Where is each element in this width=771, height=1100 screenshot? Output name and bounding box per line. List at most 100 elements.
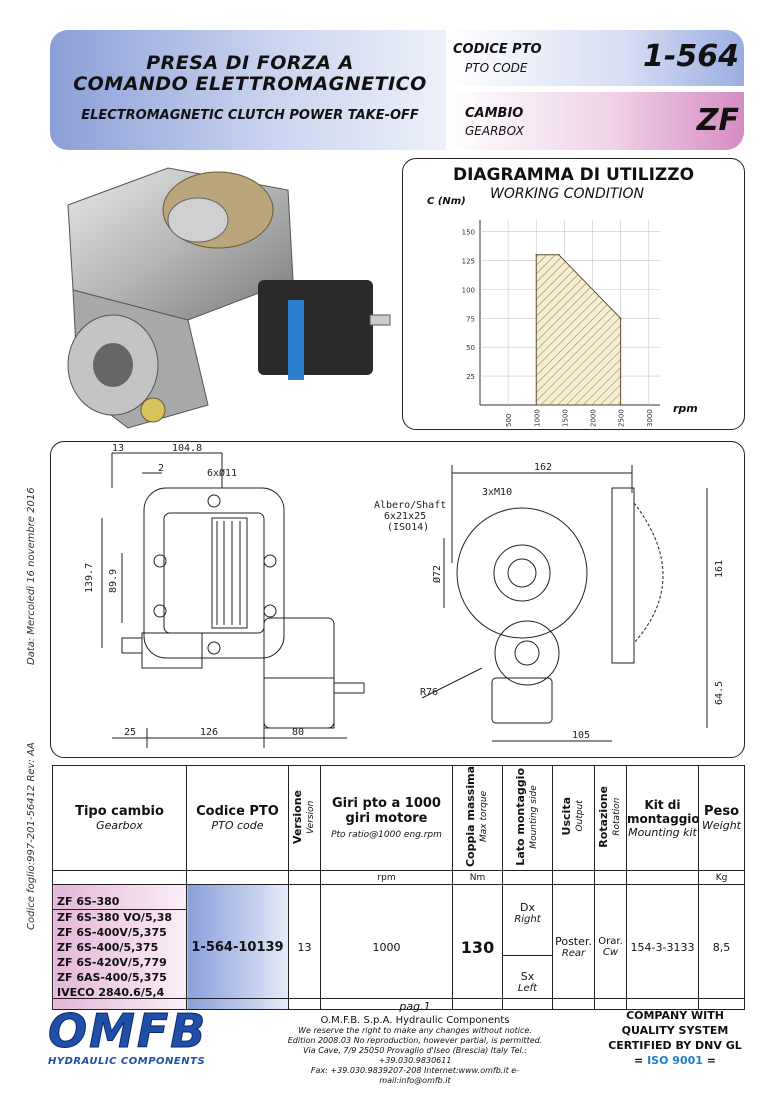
y-tick-label: 75 xyxy=(466,315,475,323)
y-tick-label: 50 xyxy=(466,344,475,352)
pto-code-label-en: PTO CODE xyxy=(465,61,528,75)
dim-104-8: 104.8 xyxy=(172,443,202,454)
y-tick-label: 25 xyxy=(466,373,475,381)
cell-ratio: 1000 xyxy=(320,884,453,1011)
dim-2: 2 xyxy=(158,463,164,474)
cell-output: Poster.Rear xyxy=(552,884,595,1011)
dim-64-5: 64.5 xyxy=(714,681,725,705)
dim-d72: Ø72 xyxy=(431,565,443,583)
data-point xyxy=(535,404,538,406)
chart-ylabel: C (Nm) xyxy=(427,196,466,207)
dim-iso: (ISO14) xyxy=(387,522,429,533)
dim-3xm10: 3xM10 xyxy=(482,487,512,498)
y-tick-label: 125 xyxy=(462,257,475,265)
cell-kit: 154-3-3133 xyxy=(626,884,699,1011)
page-title: PRESA DI FORZA A COMANDO ELETTROMAGNETIC… xyxy=(60,53,440,95)
dim-126: 126 xyxy=(200,727,218,738)
cell-rotation: Orar.Cw xyxy=(594,884,627,1011)
table-units-row: rpm Nm Kg xyxy=(52,870,745,886)
dim-89-9: 89.9 xyxy=(108,569,119,593)
gearbox-label: CAMBIO xyxy=(465,106,524,121)
side-sheet-code: Codice foglio:997-201-56412 Rev: AA xyxy=(26,742,37,930)
product-illustration xyxy=(67,167,391,429)
footer-address: pag.1 O.M.F.B. S.p.A. Hydraulic Componen… xyxy=(287,1000,543,1085)
front-view-gear xyxy=(211,517,248,629)
list-item: ZF 6S-420V/5,779 xyxy=(57,956,167,970)
side-view-output xyxy=(494,620,560,686)
side-date: Data: Mercoledì 16 novembre 2016 xyxy=(26,487,37,665)
list-item: ZF 6S-400/5,375 xyxy=(57,941,159,955)
connector-icon xyxy=(140,397,166,423)
cell-torque: 130 xyxy=(452,884,503,1011)
title-line-2: COMANDO ELETTROMAGNETICO xyxy=(73,73,427,95)
x-tick-label: 2000 xyxy=(590,409,598,427)
front-view-flange xyxy=(143,487,285,659)
pto-code-label: CODICE PTO xyxy=(453,42,542,57)
x-tick-label: 1500 xyxy=(561,409,569,427)
chart-subtitle: WORKING CONDITION xyxy=(490,186,645,202)
x-tick-label: 3000 xyxy=(646,409,654,427)
electromagnet-body xyxy=(258,280,373,375)
data-point xyxy=(557,253,560,256)
list-item: ZF 6S-380 xyxy=(53,894,186,911)
list-item: ZF 6S-380 VO/5,38 xyxy=(57,911,173,925)
gearbox-label-en: GEARBOX xyxy=(465,124,525,138)
dim-25: 25 xyxy=(124,727,136,738)
iso-label: ISO 9001 xyxy=(647,1054,703,1067)
y-tick-label: 150 xyxy=(462,229,475,237)
dim-162: 162 xyxy=(534,462,552,473)
cell-side: Dx Right Sx Left xyxy=(502,884,553,1011)
dim-13: 13 xyxy=(112,443,124,454)
dim-161: 161 xyxy=(714,560,725,578)
drawing-panel xyxy=(50,441,745,758)
dim-holes: 6xØ11 xyxy=(207,467,237,479)
side-view-gear xyxy=(633,502,664,644)
front-view-magnet xyxy=(263,617,335,729)
footer-divider xyxy=(52,998,744,999)
data-point xyxy=(619,404,622,406)
list-item: IVECO 2840.6/5,4 xyxy=(57,986,165,1000)
x-tick-label: 1000 xyxy=(533,409,541,427)
list-item: ZF 6S-400V/5,375 xyxy=(57,926,167,940)
gearbox-list: ZF 6S-380 ZF 6S-380 VO/5,38 ZF 6S-400V/5… xyxy=(52,884,187,1011)
magnet-blue-ring xyxy=(288,300,304,380)
bearing-icon xyxy=(167,197,229,243)
x-tick-label: 500 xyxy=(505,414,513,427)
working-condition-chart: 500 1000 1500 2000 2500 3000 25 50 75 100 125 150 xyxy=(462,220,660,427)
dim-r76: R76 xyxy=(420,687,438,698)
data-point xyxy=(619,317,622,320)
dim-spline: 6x21x25 xyxy=(384,511,426,522)
header-title-panel xyxy=(50,30,446,150)
dim-80: 80 xyxy=(292,727,304,738)
cell-weight: 8,5 xyxy=(698,884,745,1011)
pto-code-value: 1-564 xyxy=(643,39,739,74)
dim-shaft: Albero/Shaft xyxy=(374,500,446,511)
data-point xyxy=(535,253,538,256)
page-subtitle: ELECTROMAGNETIC CLUTCH POWER TAKE-OFF xyxy=(81,108,419,123)
list-item: ZF 6AS-400/5,375 xyxy=(57,971,167,985)
cell-version: 13 xyxy=(288,884,321,1011)
technical-drawing: 13 104.8 2 6xØ11 139.7 89.9 25 126 80 16… xyxy=(84,443,725,748)
chart-title: DIAGRAMMA DI UTILIZZO xyxy=(452,165,695,185)
dim-139-7: 139.7 xyxy=(84,563,95,593)
dim-105: 105 xyxy=(572,730,590,741)
quality-badge: COMPANY WITH QUALITY SYSTEM CERTIFIED BY… xyxy=(608,1009,742,1067)
table-row: ZF 6S-380 ZF 6S-380 VO/5,38 ZF 6S-400V/5… xyxy=(52,884,745,1011)
cell-code: 1-564-10139 xyxy=(186,884,289,1011)
pto-code-panel xyxy=(446,30,744,86)
y-tick-label: 100 xyxy=(462,286,475,294)
gearbox-value: ZF xyxy=(696,103,739,138)
x-tick-label: 2500 xyxy=(618,409,626,427)
omfb-logo: OMFB HYDRAULIC COMPONENTS xyxy=(48,1004,208,1068)
